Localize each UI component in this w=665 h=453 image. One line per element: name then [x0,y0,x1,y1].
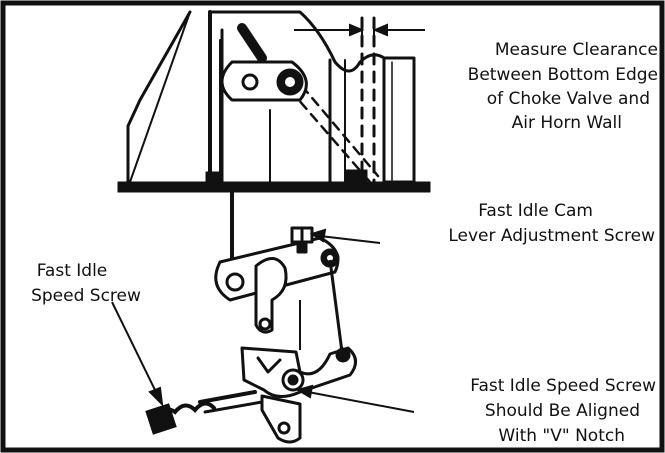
label-cam-screw-line-1: Fast Idle Cam [478,201,593,221]
label-clearance-line-2: Between Bottom Edge [468,65,658,85]
label-cam-screw: Fast Idle Cam Lever Adjustment Screw [448,201,655,246]
label-clearance: Measure Clearance Between Bottom Edge of… [468,40,658,133]
label-aligned-line-2: Should Be Aligned [485,401,640,421]
label-aligned: Fast Idle Speed Screw Should Be Aligned … [470,376,656,446]
label-aligned-line-1: Fast Idle Speed Screw [470,376,656,396]
label-speed-screw-line-2: Speed Screw [31,286,141,306]
label-clearance-line-3: of Choke Valve and [487,89,650,109]
choke-lever [220,23,308,184]
clearance-dimension [294,20,425,40]
label-aligned-line-3: With "V" Notch [498,426,625,446]
speed-screw [145,390,264,435]
fast-idle-cam-lever [214,226,340,334]
speed-screw-arrow [111,301,164,407]
label-clearance-line-4: Air Horn Wall [512,113,622,133]
link-rod [328,259,344,353]
label-speed-screw-line-1: Fast Idle [37,261,108,281]
air-horn-housing [117,10,431,193]
cam-screw-arrow [309,228,381,244]
label-speed-screw: Fast Idle Speed Screw [31,261,141,306]
notch-alignment-arrow [295,384,415,413]
label-clearance-line-1: Measure Clearance [495,40,658,60]
label-cam-screw-line-2: Lever Adjustment Screw [448,226,655,246]
throttle-lever [240,346,357,444]
